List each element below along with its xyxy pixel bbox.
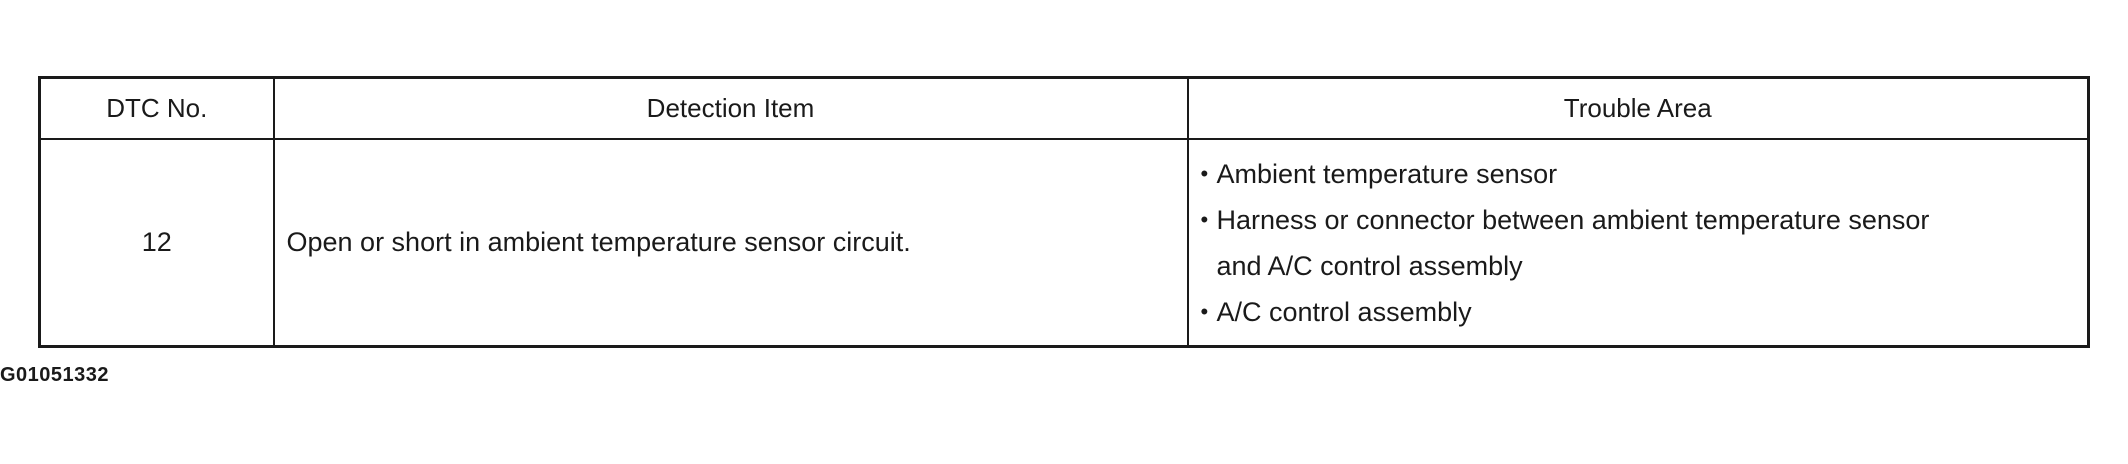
bullet-icon: • <box>1200 299 1209 325</box>
header-dtc-no: DTC No. <box>38 76 275 140</box>
trouble-area-item: • A/C control assembly <box>1201 289 2078 335</box>
trouble-area-text: and A/C control assembly <box>1216 251 1523 282</box>
trouble-area-item: • Harness or connector between ambient t… <box>1201 197 2078 289</box>
dtc-table: DTC No. Detection Item Trouble Area 12 O… <box>38 76 2090 348</box>
table-header-row: DTC No. Detection Item Trouble Area <box>38 76 2090 140</box>
cell-detection-item: Open or short in ambient temperature sen… <box>272 137 1189 348</box>
header-detection-item: Detection Item <box>272 76 1189 140</box>
bullet-icon: • <box>1200 161 1209 187</box>
trouble-area-list: • Ambient temperature sensor • Harness o… <box>1201 151 2078 335</box>
trouble-area-text: Ambient temperature sensor <box>1216 159 1558 190</box>
cell-trouble-area: • Ambient temperature sensor • Harness o… <box>1186 137 2090 348</box>
table-row: 12 Open or short in ambient temperature … <box>38 137 2090 348</box>
figure-id: G01051332 <box>0 364 110 386</box>
trouble-area-text: Harness or connector between ambient tem… <box>1216 205 1930 236</box>
cell-dtc-no: 12 <box>38 137 275 348</box>
bullet-icon: • <box>1200 207 1209 233</box>
header-trouble-area: Trouble Area <box>1186 76 2090 140</box>
trouble-area-item: • Ambient temperature sensor <box>1201 151 2078 197</box>
trouble-area-text: A/C control assembly <box>1216 297 1472 328</box>
